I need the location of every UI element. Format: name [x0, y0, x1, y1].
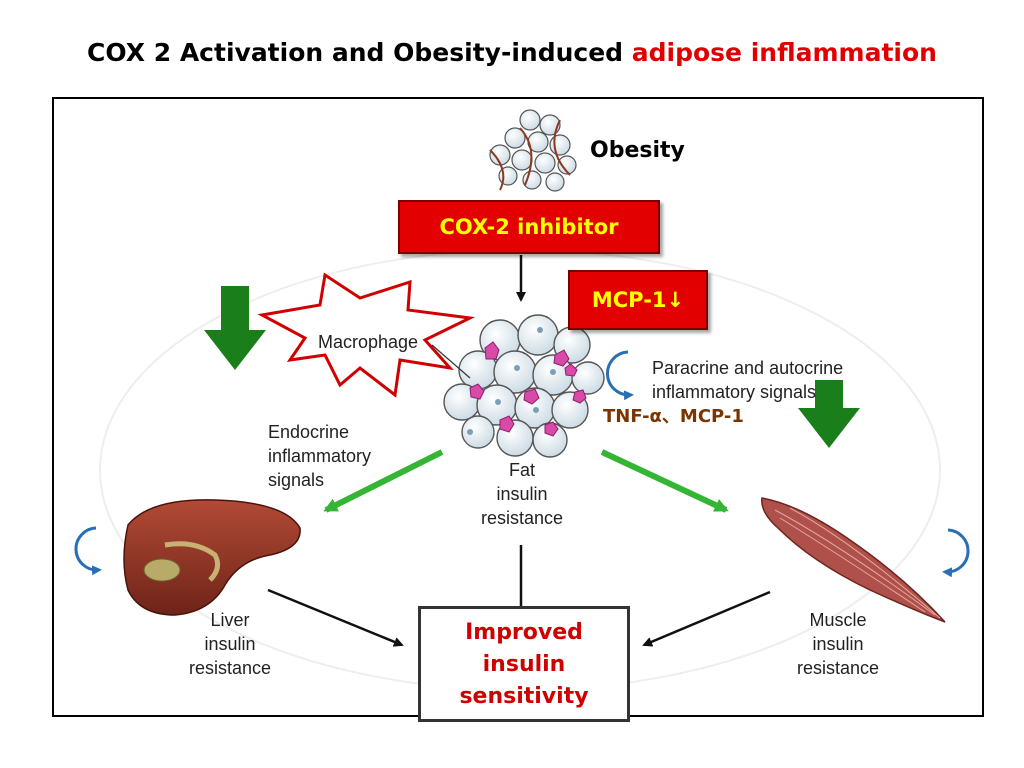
muscle-label-line3: resistance — [796, 658, 880, 678]
paracrine-signal-arrow — [600, 449, 729, 513]
result-line2: insulin — [482, 652, 566, 677]
muscle-label-line2: insulin — [812, 634, 864, 654]
inflamed-adipose-icon — [443, 314, 605, 458]
macrophage-pointer-line — [431, 344, 471, 379]
down-arrow-icon — [204, 286, 266, 370]
endocrine-label-line2: inflammatory — [268, 446, 372, 466]
fat-label-line3: resistance — [480, 508, 564, 528]
tnf-mcp-label: TNF-α、MCP-1 — [603, 406, 744, 427]
result-line1: Improved — [465, 620, 583, 645]
title-main: COX 2 Activation and Obesity-induced — [87, 38, 632, 67]
fat-label-line1: Fat — [508, 460, 535, 480]
muscle-icon — [761, 497, 946, 623]
fat-label-line2: insulin — [496, 484, 548, 504]
result-line3: sensitivity — [459, 684, 589, 709]
mcp1-box: MCP-1↓ — [568, 270, 708, 330]
endocrine-label-line3: signals — [268, 470, 325, 490]
down-arrow-icon — [798, 380, 860, 448]
title-highlight: adipose inflammation — [631, 38, 937, 67]
circular-arrow-icon — [606, 350, 634, 401]
page-title: COX 2 Activation and Obesity-induced adi… — [0, 38, 1024, 67]
muscle-label-line1: Muscle — [809, 610, 867, 630]
liver-icon — [123, 499, 301, 616]
liver-to-result-arrow — [267, 588, 404, 647]
fat-cluster-icon — [489, 109, 577, 192]
improved-insulin-sensitivity-box: Improved insulin sensitivity — [418, 606, 630, 722]
liver-label-line3: resistance — [188, 658, 272, 678]
endocrine-signal-arrow — [323, 449, 444, 513]
macrophage-label: Macrophage — [318, 332, 419, 352]
muscle-to-result-arrow — [642, 590, 771, 647]
circular-arrow-icon — [942, 528, 970, 578]
paracrine-label-line2: inflammatory signals — [652, 382, 817, 402]
endocrine-label-line1: Endocrine — [268, 422, 350, 442]
obesity-label: Obesity — [590, 138, 685, 163]
explosion-burst-icon — [257, 272, 476, 398]
paracrine-label-line1: Paracrine and autocrine — [652, 358, 844, 378]
circular-arrow-icon — [74, 526, 102, 576]
liver-label-line2: insulin — [204, 634, 256, 654]
cox2-inhibitor-box: COX-2 inhibitor — [398, 200, 660, 254]
liver-label-line1: Liver — [210, 610, 250, 630]
